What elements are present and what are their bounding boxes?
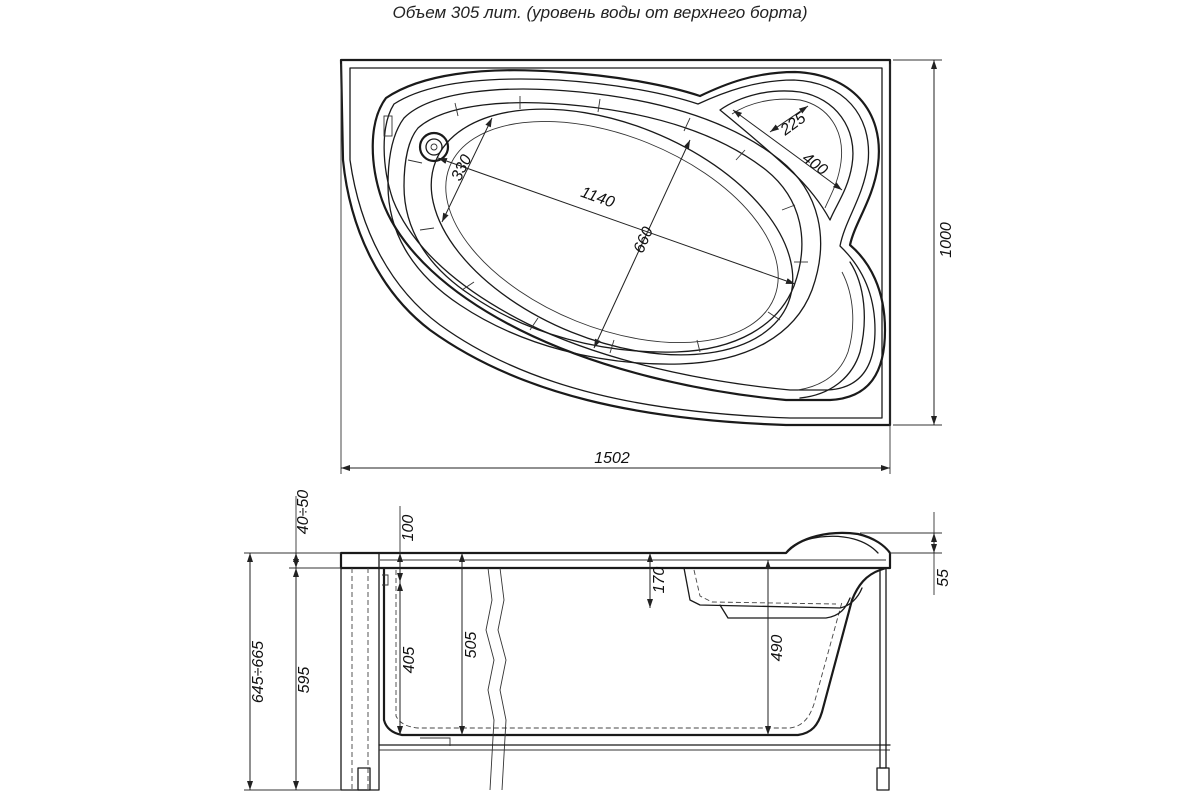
- apron-panel: [340, 552, 380, 791]
- dim-1140: 1140: [578, 184, 616, 212]
- bowl-inner-ring: [403, 102, 803, 353]
- dim-505: 505: [463, 632, 480, 659]
- headrest-curve: [799, 261, 865, 399]
- rim-bevel: [349, 67, 883, 419]
- dim-225: 225: [777, 110, 809, 140]
- bowl-outer-ring: [387, 88, 822, 365]
- seat-step: [683, 567, 863, 609]
- foot-right: [876, 767, 890, 791]
- tub-top-outline: [371, 69, 887, 402]
- dim-405: 405: [401, 647, 418, 674]
- volume-caption: Объем 305 лит. (уровень воды от верхнего…: [392, 3, 807, 22]
- dim-595: 595: [296, 667, 313, 694]
- dim-100: 100: [400, 515, 417, 542]
- leg-right: [879, 567, 887, 769]
- dim-40-50: 40÷50: [295, 490, 312, 534]
- dim-line-330: [441, 117, 493, 223]
- seat-step-inner: [693, 569, 837, 605]
- dim-1000: 1000: [938, 222, 955, 258]
- side-view: 40÷50 645÷665 595 100 405 505 170 490 55: [244, 490, 952, 791]
- seat-back: [719, 597, 851, 619]
- dim-330: 330: [448, 152, 475, 184]
- tub-top-inner-line: [383, 78, 876, 391]
- tub-body: [382, 566, 887, 737]
- dim-line-660: [593, 139, 691, 349]
- dim-490: 490: [769, 635, 786, 662]
- outer-rim: [339, 58, 892, 427]
- tub-body-inner: [395, 570, 843, 729]
- dim-55: 55: [935, 569, 952, 587]
- overflow-detail: [383, 115, 393, 137]
- dim-400: 400: [799, 150, 831, 180]
- dim-170: 170: [651, 567, 668, 594]
- side-rim: [339, 531, 892, 570]
- drain-center: [430, 143, 438, 151]
- dim-660: 660: [631, 224, 657, 255]
- break-line-2: [497, 567, 507, 791]
- dim-645-665: 645÷665: [250, 641, 267, 703]
- headrest-curve-inner: [797, 271, 854, 391]
- dim-line-400: [732, 109, 843, 191]
- ring-segments: [407, 96, 808, 354]
- dim-1502: 1502: [594, 450, 630, 467]
- foot-left: [357, 767, 371, 791]
- drain-pipe: [382, 574, 451, 746]
- top-view: 1140 660 330 225 400 1502 1000: [339, 58, 955, 474]
- dim-line-1140: [437, 157, 796, 285]
- drain-inner: [425, 138, 443, 156]
- headrest: [785, 535, 879, 554]
- break-line: [485, 567, 495, 791]
